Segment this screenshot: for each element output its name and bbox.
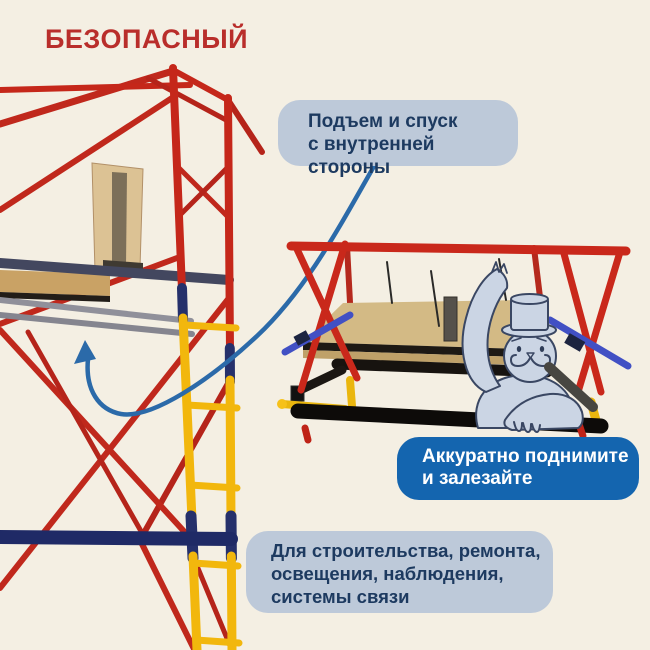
platform-side-rail: [0, 258, 234, 285]
ladder-rungs: [180, 321, 243, 647]
cat-paw-fingers: [513, 421, 541, 433]
ladder-right-rail: [224, 94, 237, 650]
callout-inner-access: Подъем и спуск с внутренней стороны: [278, 100, 518, 178]
scaffold-tower-photo: [0, 64, 265, 650]
tower-platform-deck: [0, 270, 110, 302]
guardrail: [286, 240, 631, 396]
plywood-board: [91, 162, 144, 273]
cat-raised-arm: [461, 268, 509, 393]
cat-front-arm: [503, 392, 584, 433]
annotation-stroke: [74, 158, 380, 417]
blue-braces: [281, 311, 632, 370]
page-title: БЕЗОПАСНЫЙ: [45, 24, 249, 54]
top-hat: [501, 293, 557, 338]
cat-nose: [526, 352, 535, 359]
cat-claws: [491, 261, 508, 274]
deck-divider-plate: [443, 296, 458, 342]
callout-careful-climb: Аккуратно поднимите и залезайте: [397, 437, 639, 500]
navy-beam: [0, 530, 238, 546]
curved-arrow-head: [74, 340, 96, 364]
callout-usage: Для строительства, ремонта, освещения, н…: [246, 531, 553, 613]
platform-closeup-photo: [277, 240, 632, 444]
cat-face: [516, 346, 545, 352]
leader-line: [85, 158, 380, 417]
